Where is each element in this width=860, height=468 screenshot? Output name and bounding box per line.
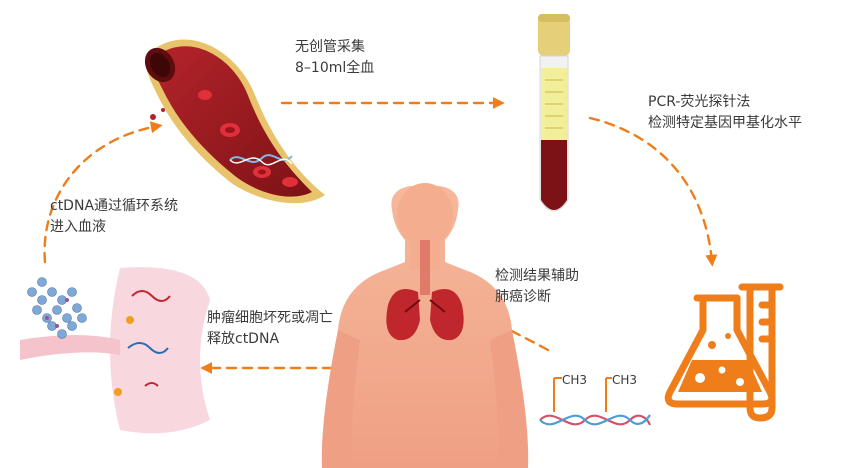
flow-arrows <box>43 97 718 374</box>
label-diagnosis-line2: 肺癌诊断 <box>495 289 551 305</box>
tissue-cells-icon <box>20 267 210 434</box>
label-blood-entry-line1: ctDNA通过循环系统 <box>50 198 179 214</box>
methyl-bracket-left <box>553 377 562 412</box>
arrow-dna-to-body <box>465 309 550 352</box>
tumor-cell-nuclei <box>45 298 69 328</box>
label-diagnosis-line1: 检测结果辅助 <box>495 268 579 284</box>
dna-methylation-icon <box>539 377 652 426</box>
label-blood-entry: ctDNA通过循环系统 进入血液 <box>50 196 178 238</box>
label-release-line1: 肿瘤细胞坏死或凋亡 <box>207 310 333 326</box>
label-blood-entry-line2: 进入血液 <box>50 219 106 235</box>
lab-flask-icon <box>664 283 784 422</box>
blood-vessel-icon <box>144 39 325 204</box>
label-diagnosis: 检测结果辅助 肺癌诊断 <box>495 266 579 308</box>
label-detection: PCR-荧光探针法 检测特定基因甲基化水平 <box>648 92 802 134</box>
tissue-dna-3 <box>144 382 159 387</box>
arrow-tube-to-lab <box>588 116 718 267</box>
label-collection: 无创管采集 8–10ml全血 <box>295 37 374 79</box>
label-methyl-left: CH3 <box>562 373 588 387</box>
tissue-virus-1 <box>126 316 134 324</box>
tissue-dna-1 <box>131 290 171 302</box>
tissue-virus-2 <box>114 388 122 396</box>
blood-tube-icon <box>538 14 570 212</box>
tumor-cell-cluster <box>27 277 87 339</box>
label-release-line2: 释放ctDNA <box>207 331 280 347</box>
label-methyl-right: CH3 <box>612 373 638 387</box>
label-detection-line2: 检测特定基因甲基化水平 <box>648 115 802 131</box>
human-body-icon <box>321 183 529 468</box>
tissue-dna-2 <box>127 342 169 354</box>
label-collection-line1: 无创管采集 <box>295 39 365 55</box>
label-collection-line2: 8–10ml全血 <box>295 60 375 76</box>
lab-bubbles <box>695 366 744 386</box>
label-detection-line1: PCR-荧光探针法 <box>648 94 751 110</box>
arrow-tissue-to-vessel <box>43 121 163 264</box>
label-release: 肿瘤细胞坏死或凋亡 释放ctDNA <box>207 308 333 350</box>
methyl-bracket-right <box>605 377 612 412</box>
lungs-icon <box>386 240 464 341</box>
